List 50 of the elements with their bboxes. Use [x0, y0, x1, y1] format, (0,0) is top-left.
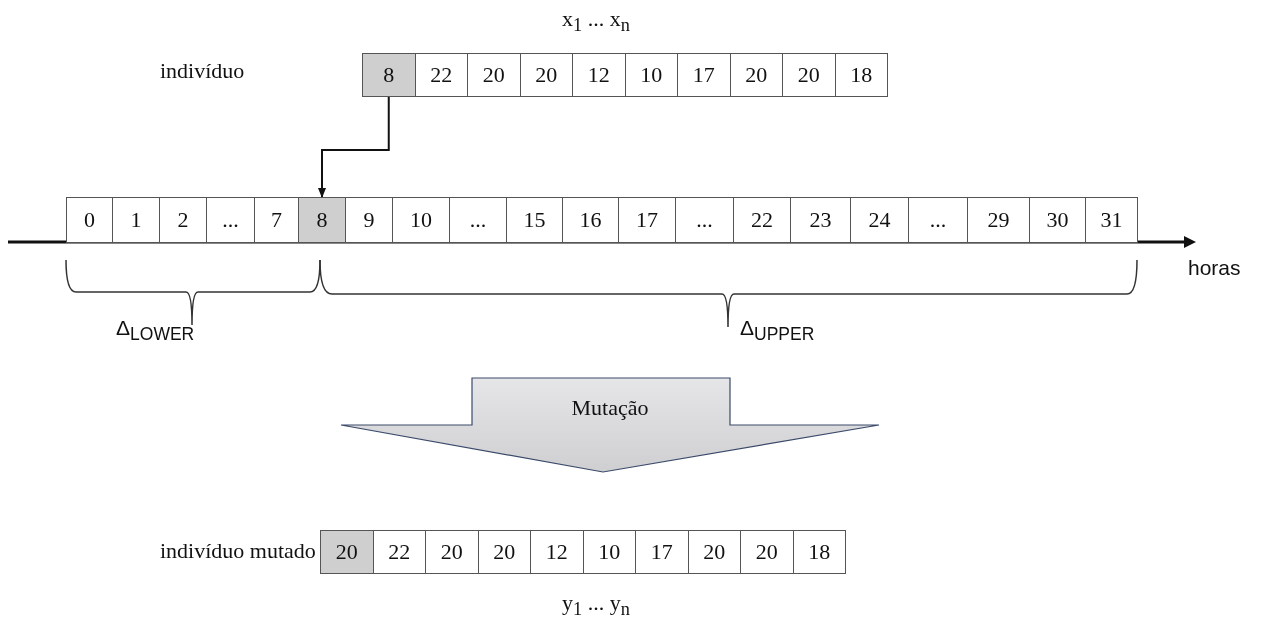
array-cell: 20: [687, 530, 741, 574]
arrow-label: Mutação: [571, 395, 649, 421]
array-cell: 20: [467, 53, 521, 97]
array-cell: 18: [792, 530, 846, 574]
array-cell: 9: [345, 197, 393, 243]
text-label: horas: [1188, 256, 1241, 280]
array-cell: 17: [677, 53, 731, 97]
array-cell: 20: [477, 530, 531, 574]
text-label: Δ$_{LOWER}$: [116, 316, 195, 346]
text-label: x$_{1}$ ... x$_{n}$: [562, 6, 630, 37]
array-cell: 22: [733, 197, 791, 243]
array-cell: 24: [850, 197, 909, 243]
array-cell: 8: [362, 53, 416, 97]
array-cell: 29: [967, 197, 1030, 243]
text-label: indivíduo mutado: [160, 538, 316, 564]
array-cell: 2: [159, 197, 207, 243]
array-cell: 10: [624, 53, 678, 97]
array-cell: ...: [206, 197, 255, 243]
array-cell: 20: [519, 53, 573, 97]
array-cell: 22: [372, 530, 426, 574]
array-cell: ...: [675, 197, 734, 243]
array-cell: 20: [425, 530, 479, 574]
array-cell: ...: [449, 197, 507, 243]
array-cell: 12: [530, 530, 584, 574]
arrow: [318, 96, 390, 198]
array-cell: 12: [572, 53, 626, 97]
text-label: indivíduo: [160, 58, 245, 84]
array-cell: 17: [618, 197, 676, 243]
array-cell: 10: [582, 530, 636, 574]
array-cell: 15: [506, 197, 563, 243]
array-cell: 8: [298, 197, 346, 243]
text-label: y$_{1}$ ... y$_{n}$: [562, 590, 630, 621]
array-cell: 31: [1085, 197, 1138, 243]
array-cell: 20: [729, 53, 783, 97]
array-cell: 20: [782, 53, 836, 97]
array-cell: 10: [392, 197, 450, 243]
array-cell: 22: [414, 53, 468, 97]
array-cell: 18: [834, 53, 888, 97]
array-cell: 16: [562, 197, 619, 243]
block-arrow: [340, 377, 880, 473]
text-label: Δ$_{UPPER}$: [740, 316, 815, 346]
array-cell: 7: [254, 197, 299, 243]
array-cell: 30: [1029, 197, 1086, 243]
array-cell: 17: [635, 530, 689, 574]
array-cell: 1: [112, 197, 160, 243]
array-cell: ...: [908, 197, 968, 243]
array-cell: 23: [790, 197, 851, 243]
array-cell: 20: [740, 530, 794, 574]
array-cell: 20: [320, 530, 374, 574]
array-cell: 0: [66, 197, 113, 243]
